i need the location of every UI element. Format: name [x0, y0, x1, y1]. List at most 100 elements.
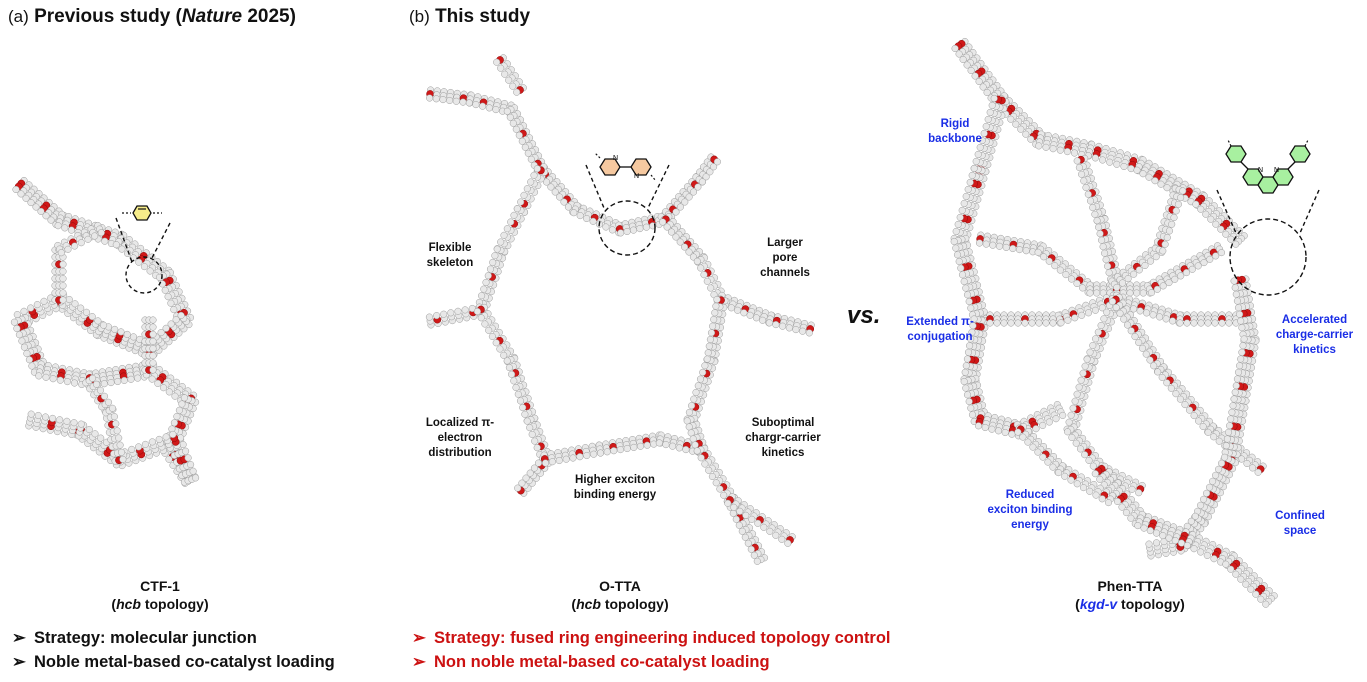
atom	[481, 320, 489, 328]
atom	[1176, 319, 1184, 327]
atom	[526, 424, 534, 432]
atom	[447, 309, 455, 317]
atom	[530, 171, 538, 179]
atom	[1097, 321, 1105, 330]
atom	[1229, 402, 1237, 410]
atom	[1099, 243, 1107, 251]
atom	[974, 150, 982, 158]
atom	[1172, 207, 1180, 215]
atom	[583, 214, 591, 223]
atom	[61, 224, 69, 232]
atom	[521, 143, 529, 151]
atom	[966, 178, 974, 186]
atom	[672, 233, 680, 241]
atom	[964, 185, 972, 193]
atom	[960, 199, 968, 207]
atom	[1218, 319, 1226, 327]
atom	[1000, 319, 1008, 327]
atom	[1252, 590, 1260, 598]
atom	[1135, 266, 1143, 274]
atom	[610, 447, 618, 455]
atom	[1035, 319, 1043, 327]
atom	[655, 439, 663, 447]
atom	[1093, 289, 1101, 297]
atom	[742, 511, 750, 519]
atom	[1130, 305, 1138, 313]
atom	[1162, 315, 1170, 323]
atom	[730, 503, 738, 511]
atom	[500, 231, 508, 239]
atom	[1239, 342, 1247, 350]
atom	[159, 384, 168, 392]
atom	[531, 437, 539, 445]
atom	[27, 304, 35, 312]
atom	[510, 211, 518, 219]
atom	[111, 325, 119, 333]
atom	[1054, 469, 1063, 477]
atom	[141, 440, 149, 448]
atom	[1143, 309, 1151, 317]
atom	[616, 446, 625, 454]
otta-annotation-suboptimal-kinetics: Suboptimal chargr-carrier kinetics	[745, 417, 821, 459]
atom	[1188, 265, 1196, 273]
atom	[548, 458, 556, 466]
atom	[952, 227, 960, 235]
atom	[49, 414, 57, 422]
atom	[170, 306, 178, 314]
atom	[694, 382, 702, 390]
atom	[63, 417, 71, 425]
atom	[70, 419, 78, 427]
atom	[479, 102, 487, 110]
atom	[1171, 275, 1179, 283]
atom	[77, 420, 85, 428]
atom	[697, 454, 705, 462]
bullet-arrow-icon: ➢	[12, 653, 26, 671]
panel-b-bullet-list: ➢Strategy: fused ring engineering induce…	[412, 626, 891, 674]
atom	[696, 375, 705, 383]
atom	[1187, 517, 1195, 525]
atom	[982, 122, 990, 130]
atom	[155, 273, 164, 281]
atom	[736, 507, 744, 515]
atom	[32, 203, 40, 211]
atom	[162, 433, 170, 441]
atom	[432, 95, 440, 103]
atom	[629, 226, 638, 234]
atom	[518, 479, 526, 487]
atom	[521, 410, 529, 418]
atom	[699, 368, 707, 376]
atom	[962, 362, 970, 370]
atom	[576, 453, 584, 461]
atom	[753, 557, 761, 565]
atom	[1113, 283, 1121, 291]
atom	[716, 485, 724, 493]
atom	[1163, 234, 1171, 242]
atom	[685, 193, 693, 201]
atom	[1056, 146, 1064, 154]
atom	[171, 392, 179, 400]
atom	[1073, 480, 1081, 488]
atom	[968, 411, 977, 419]
phen-tta-framework-model	[950, 37, 1278, 608]
atom	[979, 83, 987, 91]
atom	[492, 339, 500, 347]
atom	[692, 388, 700, 396]
atom	[59, 260, 67, 268]
atom	[1140, 524, 1148, 532]
atom	[1199, 422, 1207, 431]
atom	[533, 444, 541, 452]
atom	[100, 380, 108, 388]
atom	[1086, 348, 1094, 356]
atom	[754, 519, 762, 527]
atom	[954, 220, 962, 228]
atom	[92, 380, 101, 388]
atom	[1122, 509, 1130, 517]
atom	[512, 125, 520, 133]
atom	[687, 429, 695, 437]
atom	[1071, 397, 1079, 405]
atom	[1089, 204, 1097, 212]
atom	[1242, 580, 1250, 588]
atom	[1233, 297, 1241, 305]
atom	[1218, 459, 1226, 467]
atom	[1221, 453, 1229, 461]
